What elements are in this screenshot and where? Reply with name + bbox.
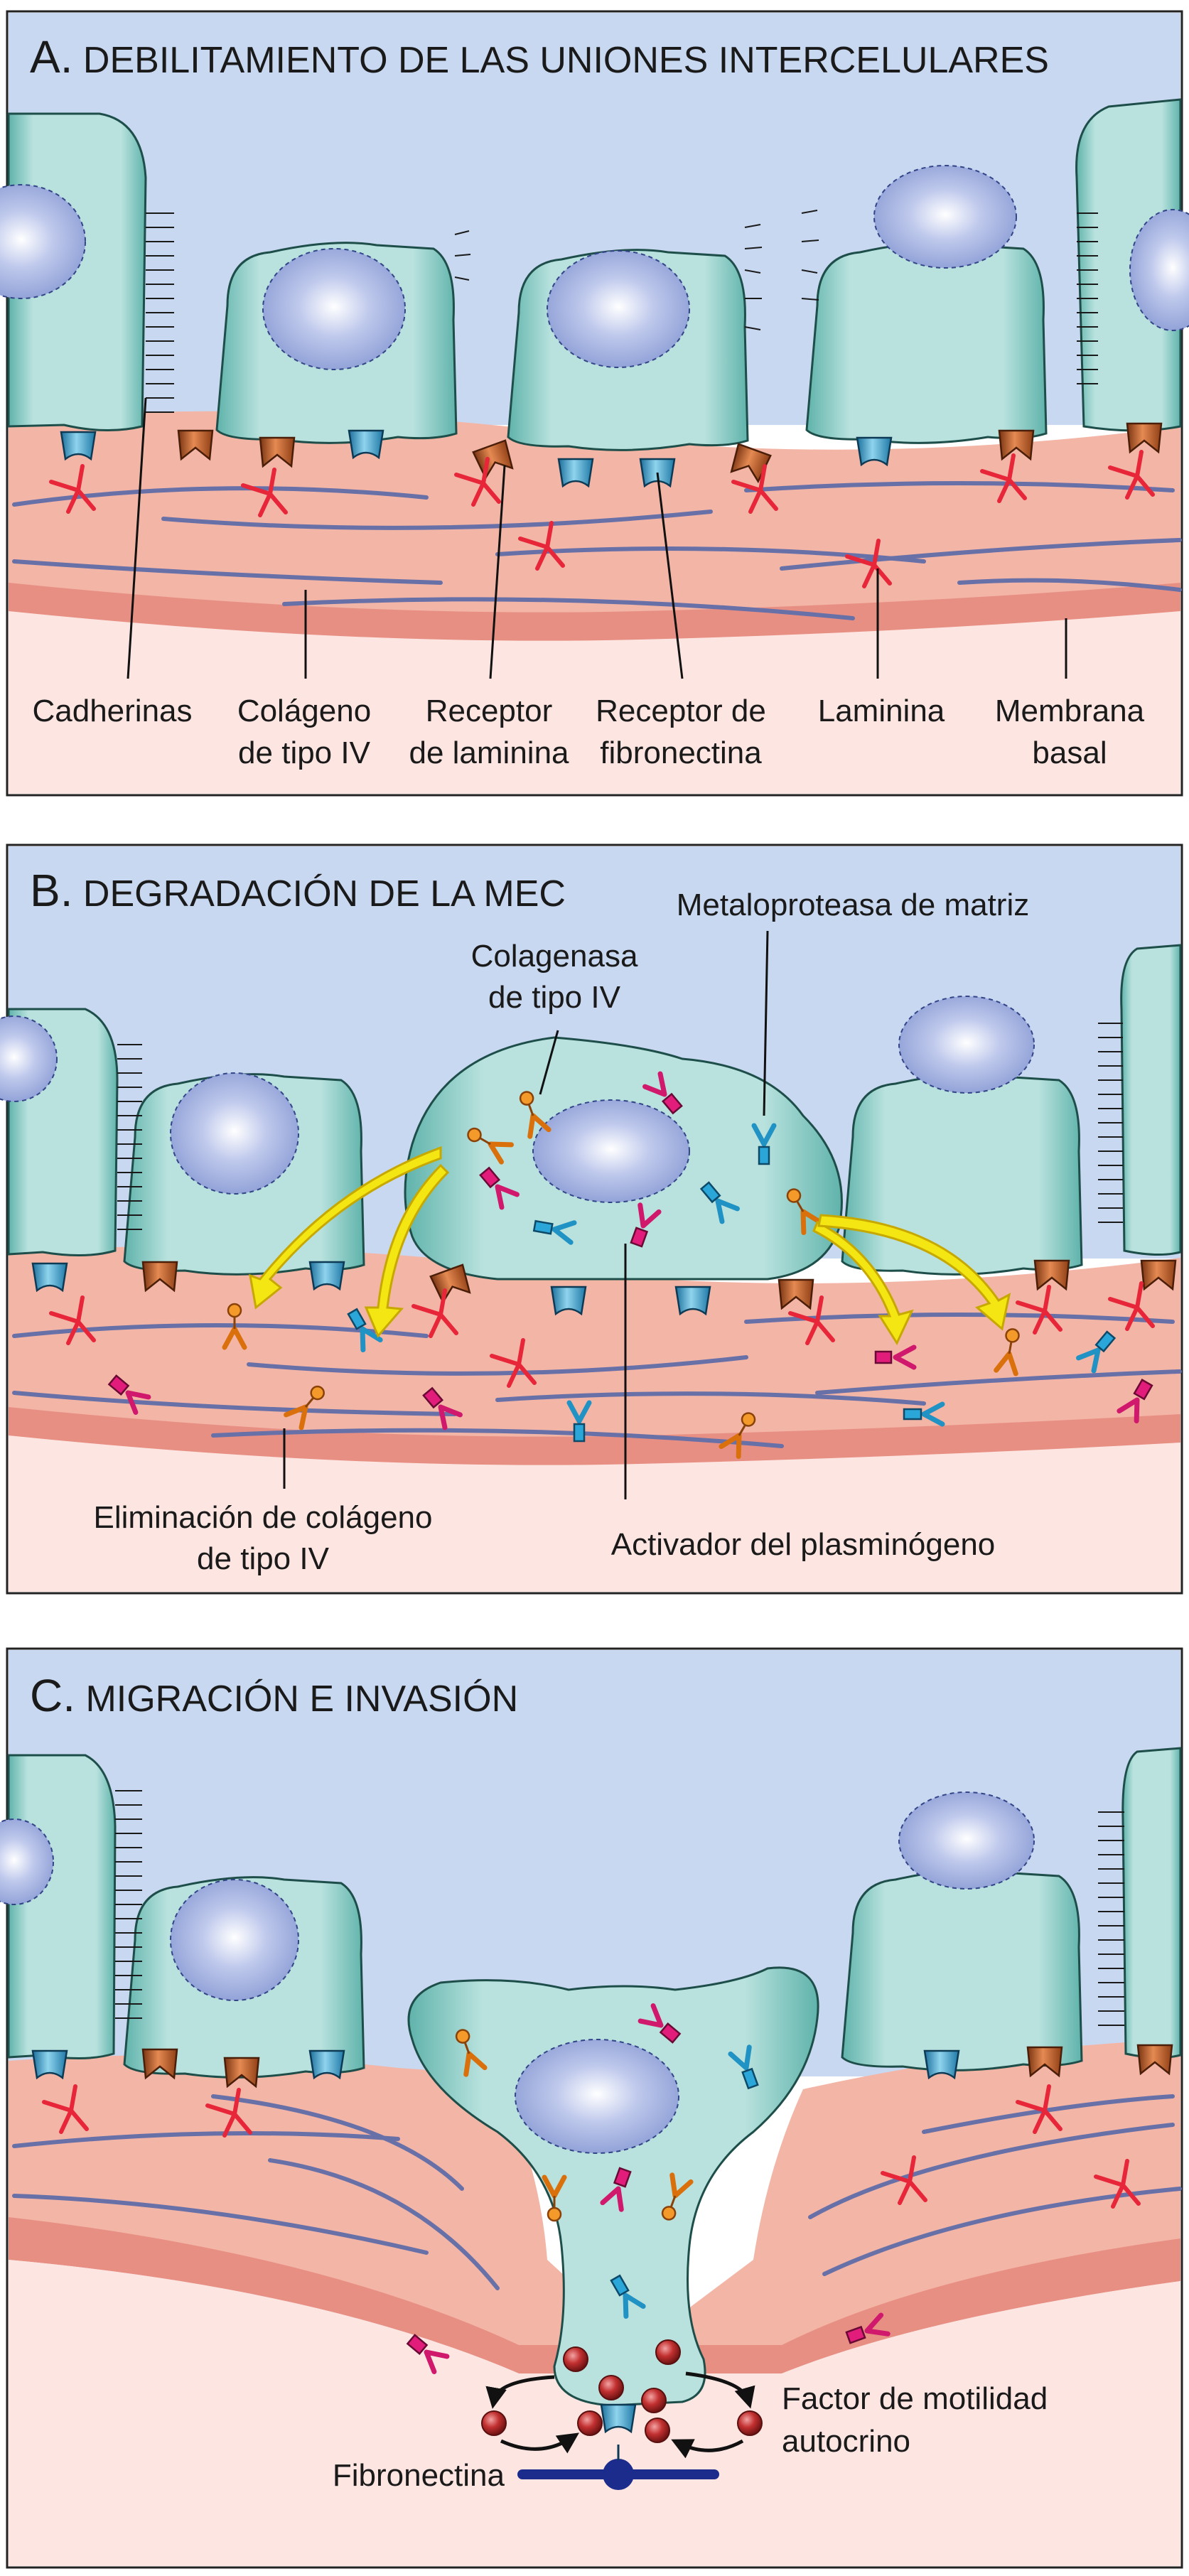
cadherin-junctions (115, 1790, 1124, 2026)
label-fibronectin: Fibronectina (333, 2458, 505, 2493)
epithelial-cell (0, 1754, 117, 2060)
autocrine-arrows (485, 2371, 755, 2459)
cadherin-junctions (146, 210, 1098, 413)
label-basement-membrane-1: Membrana (995, 694, 1145, 728)
panel-c-title: C. MIGRACIÓN E INVASIÓN (30, 1670, 518, 1721)
label-collagen-removal-1: Eliminación de colágeno (94, 1500, 433, 1535)
label-laminin-receptor-2: de laminina (409, 735, 569, 770)
label-fibronectin-receptor-2: fibronectina (600, 735, 762, 770)
invading-tumor-cell (407, 1966, 819, 2407)
label-mmp: Metaloproteasa de matriz (677, 888, 1029, 922)
label-collagen-removal-2: de tipo IV (197, 1541, 330, 1576)
epithelial-cell (841, 996, 1083, 1276)
epithelial-cell (1075, 98, 1189, 432)
panel-b: B. DEGRADACIÓN DE LA MEC Colagenasa de t… (0, 844, 1183, 1595)
epithelial-cell (0, 1008, 119, 1257)
cadherin-junctions (117, 1023, 1123, 1230)
label-laminin: Laminina (818, 694, 945, 728)
label-cadherins: Cadherinas (32, 694, 192, 728)
epithelial-cell (1121, 1747, 1182, 2059)
label-collagen-1: Colágeno (237, 694, 371, 728)
epithelial-cell (215, 242, 458, 444)
tumor-cell (404, 1036, 843, 1281)
panel-a-title: A. DEBILITAMIENTO DE LAS UNIONES INTERCE… (30, 31, 1049, 82)
fibronectin-molecule (517, 2459, 719, 2490)
label-collagenase-1: Colagenasa (471, 939, 638, 974)
label-fibronectin-receptor-1: Receptor de (596, 694, 766, 728)
panel-a: A. DEBILITAMIENTO DE LAS UNIONES INTERCE… (0, 10, 1189, 797)
epithelial-cell (123, 1072, 365, 1276)
label-collagen-2: de tipo IV (238, 735, 371, 770)
panel-b-title: B. DEGRADACIÓN DE LA MEC (30, 865, 566, 916)
label-motility-factor-2: autocrino (782, 2424, 910, 2459)
motility-factor-spheres (481, 2339, 763, 2443)
epithelial-cell (805, 165, 1048, 444)
label-leaders (283, 930, 769, 1499)
enzyme-secretion-arrows (249, 1146, 1011, 1346)
epithelial-cell (841, 1791, 1083, 2071)
label-basement-membrane-2: basal (1032, 735, 1107, 770)
label-plasminogen-activator: Activador del plasminógeno (611, 1527, 996, 1562)
label-laminin-receptor-1: Receptor (426, 694, 553, 728)
label-collagenase-2: de tipo IV (488, 980, 621, 1015)
label-leaders (127, 397, 1067, 679)
panel-c: C. MIGRACIÓN E INVASIÓN Factor de motili… (0, 1647, 1183, 2569)
epithelial-cell (123, 1876, 365, 2079)
epithelial-cell (507, 249, 749, 451)
epithelial-cell (1120, 944, 1182, 1256)
label-motility-factor-1: Factor de motilidad (782, 2381, 1048, 2416)
epithelial-cell (0, 112, 147, 432)
